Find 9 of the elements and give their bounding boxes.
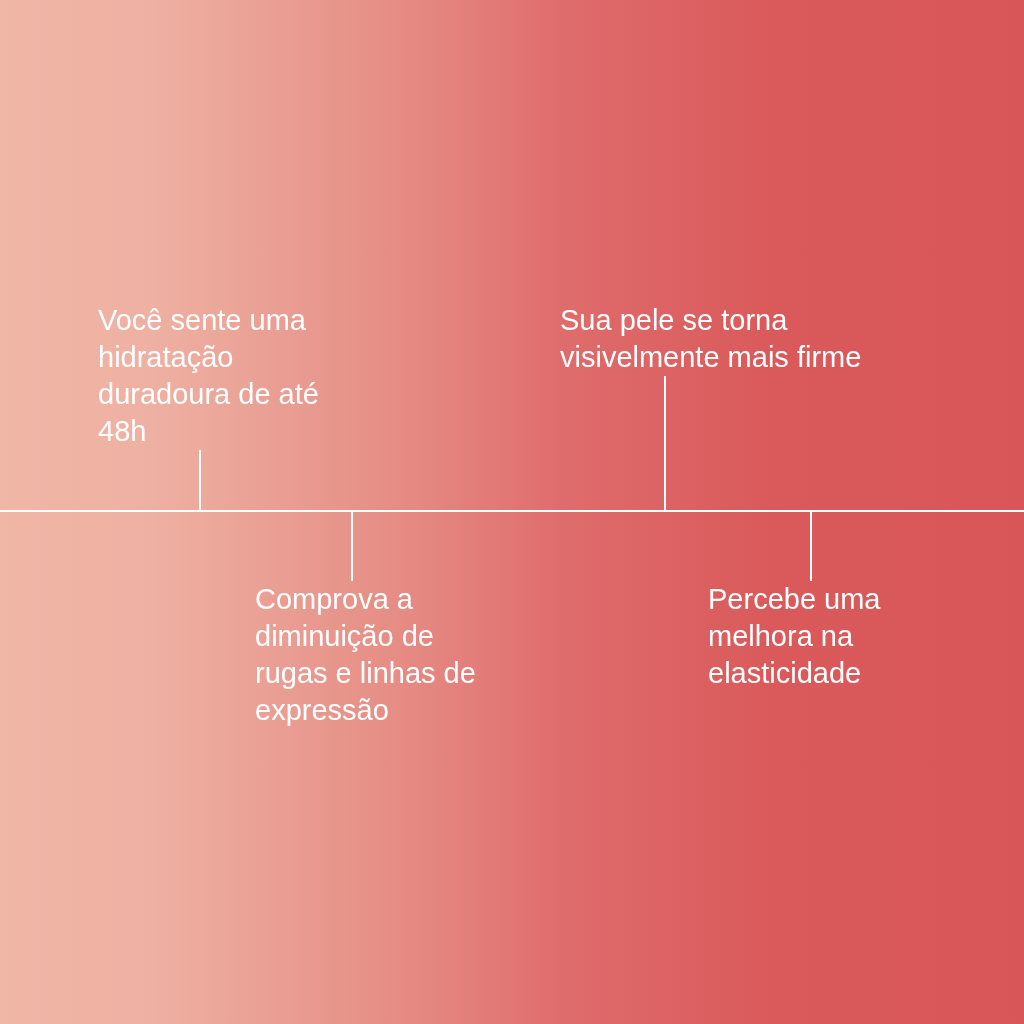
leader-line [199, 449, 201, 511]
leader-line [351, 511, 353, 582]
milestone-text: Comprova a diminuição de rugas e linhas de expressão [255, 581, 505, 729]
milestone-text: Sua pele se torna visivelmente mais firme [560, 302, 870, 376]
timeline-line [0, 510, 1024, 512]
milestone-text: Você sente uma hidratação duradoura de até 48h [98, 302, 373, 450]
leader-line [810, 511, 812, 582]
leader-line [664, 375, 666, 511]
milestone-text: Percebe uma melhora na elasticidade [708, 581, 948, 692]
